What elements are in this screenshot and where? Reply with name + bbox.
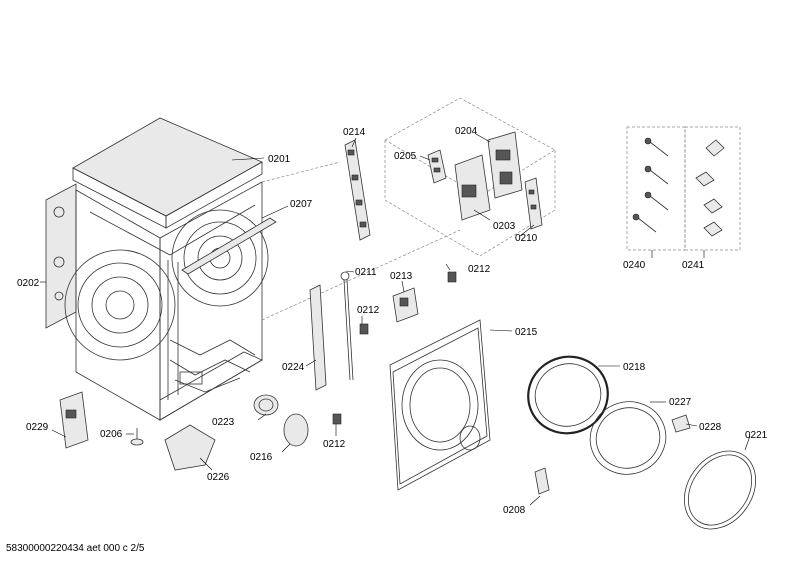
label-0223: 0223 [212,417,235,428]
clip-a [445,263,457,283]
label-0206: 0206 [100,429,123,440]
motor-clamp [253,394,279,416]
part-labels: 0201 0202 0203 0204 0205 0206 0207 0208 … [17,126,768,516]
label-0208: 0208 [503,505,526,516]
electronics-modules [427,131,543,230]
connector-strip [524,177,543,230]
door-hinge [671,414,691,433]
door-catch [534,467,550,495]
mounting-rail [309,284,327,391]
label-0214: 0214 [343,127,366,138]
clamp-group-frame [684,126,741,251]
crossbar [181,217,277,275]
label-0218: 0218 [623,362,646,373]
front-panel [389,319,491,491]
label-0207: 0207 [290,199,313,210]
label-0229: 0229 [26,422,49,433]
cabinet-housing [45,117,277,421]
label-0213: 0213 [390,271,413,282]
label-0204: 0204 [455,126,478,137]
cabinet-front [75,189,161,421]
label-0205: 0205 [394,151,417,162]
control-board [487,131,523,199]
electronics-group-frame [384,97,556,197]
clip-c [332,413,342,425]
hose-clips [632,137,669,233]
label-0221: 0221 [745,430,768,441]
label-0212-lower: 0212 [323,439,346,450]
label-0212-upper: 0212 [468,264,491,275]
worktop-plate [72,117,263,217]
sensor-rod [340,271,354,381]
label-0201: 0201 [268,154,291,165]
label-0224: 0224 [282,362,305,373]
label-0227: 0227 [669,397,692,408]
hose-clamps [695,139,725,237]
label-0210: 0210 [515,233,538,244]
side-panel [45,183,77,329]
label-0211: 0211 [355,267,377,278]
terminal-block [427,149,447,184]
leader-lines [40,133,751,506]
clip-b [359,323,369,335]
hose-clip-group-frame [626,126,686,251]
door-seal [683,450,757,530]
label-0228: 0228 [699,422,722,433]
label-0203: 0203 [493,221,516,232]
motor-cover [164,424,216,471]
label-0215: 0215 [515,327,538,338]
label-0226: 0226 [207,472,230,483]
label-0216: 0216 [250,452,273,463]
cover-disc [283,413,309,447]
adjustable-foot [130,428,144,446]
document-id: 58300000220434 aet 000 c 2/5 [6,543,145,554]
label-0241: 0241 [682,260,705,271]
label-0212-middle: 0212 [357,305,380,316]
label-0202: 0202 [17,278,40,289]
cable-holder-bar [344,139,371,241]
door-ring [527,355,609,435]
label-0240: 0240 [623,260,646,271]
door-glass [589,401,667,475]
pump-housing [59,391,89,449]
